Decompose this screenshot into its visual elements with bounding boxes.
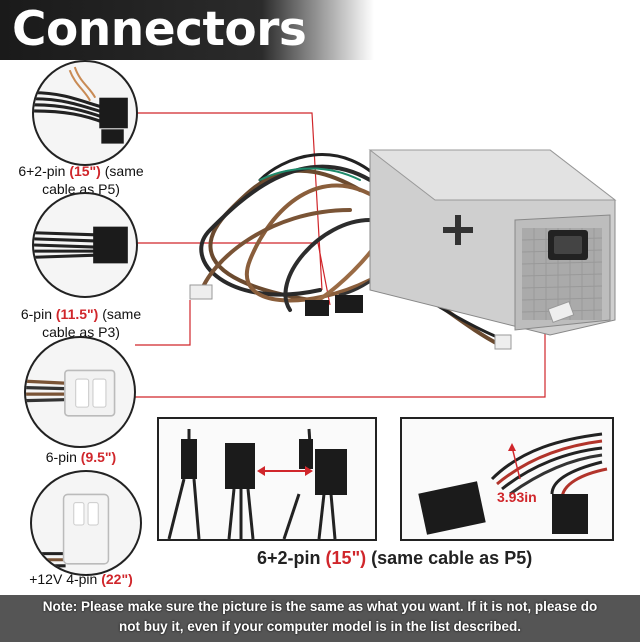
detail-panel-split-connector: [157, 417, 377, 541]
detail-caption-length: (15"): [325, 548, 367, 568]
caption-length: (9.5"): [80, 449, 117, 465]
detail-panel-measurement: 3.93in: [400, 417, 614, 541]
caption-name: 6-pin: [45, 449, 77, 465]
caption-name: 6+2-pin: [18, 163, 66, 179]
caption-6-pin-p3: 6-pin (11.5") (same cable as P3): [6, 305, 156, 341]
caption-length: (15"): [69, 163, 101, 179]
note-line-1: Note: Please make sure the picture is th…: [42, 599, 598, 614]
caption-6-pin: 6-pin (9.5"): [6, 448, 156, 466]
detail-caption-suffix: (same cable as P5): [371, 548, 533, 568]
caption-suffix: (same: [98, 306, 142, 322]
connector-photo-12v-4-pin: [30, 470, 142, 576]
caption-name: 6-pin: [20, 306, 52, 322]
connector-photo-6plus2-pin: [32, 60, 138, 166]
caption-length: (22"): [101, 571, 133, 587]
caption-6plus2-pin: 6+2-pin (15") (same cable as P5): [6, 162, 156, 198]
page-title: Connectors: [12, 2, 307, 57]
connector-photo-6-pin-p3: [32, 192, 138, 298]
power-supply-image: [170, 120, 640, 420]
note-bar: Note: Please make sure the picture is th…: [0, 595, 640, 642]
caption-line2: cable as P5): [42, 181, 120, 197]
detail-caption-name: 6+2-pin: [257, 548, 321, 568]
measurement-label: 3.93in: [497, 489, 537, 505]
note-line-2: not buy it, even if your computer model …: [118, 619, 522, 634]
caption-12v-4-pin: +12V 4-pin (22"): [6, 570, 156, 588]
connector-photo-6-pin: [24, 336, 136, 448]
header-banner: Connectors: [0, 0, 374, 60]
caption-line2: cable as P3): [42, 324, 120, 340]
caption-length: (11.5"): [55, 306, 99, 322]
detail-caption: 6+2-pin (15") (same cable as P5): [257, 548, 532, 569]
caption-suffix: (same: [100, 163, 144, 179]
caption-name: +12V 4-pin: [29, 571, 98, 587]
